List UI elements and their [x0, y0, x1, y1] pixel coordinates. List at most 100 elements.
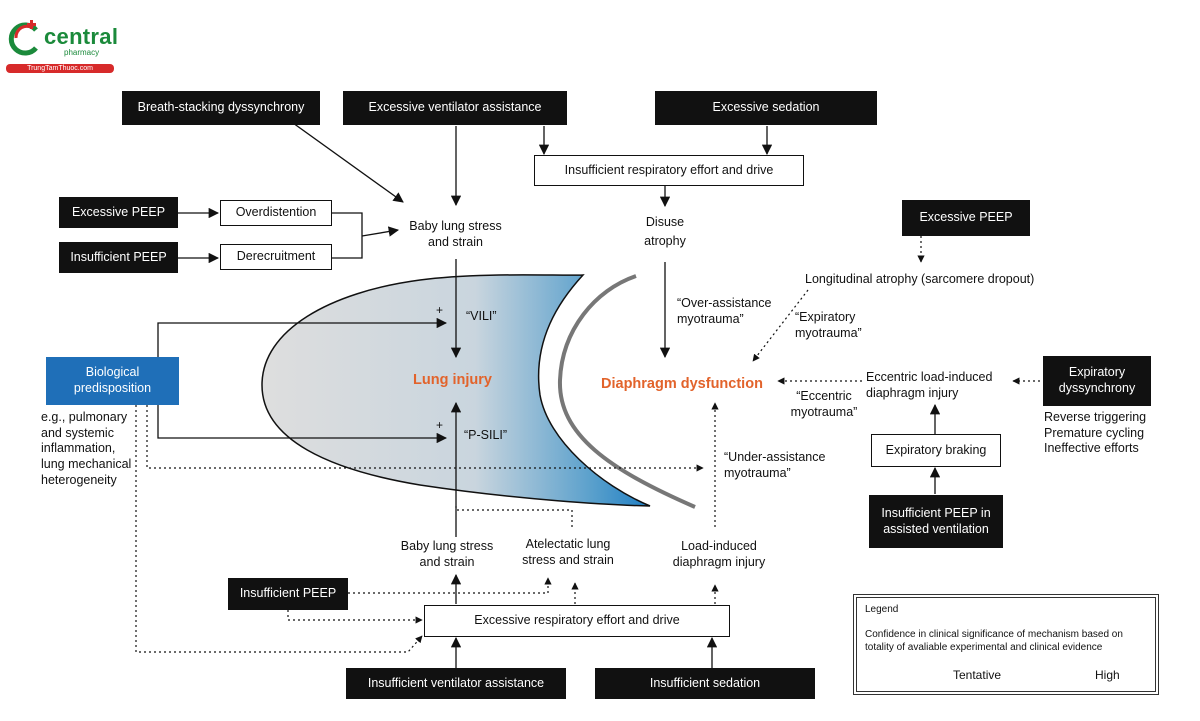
central-pharmacy-logo: central pharmacy TrungTamThuoc.com	[6, 18, 118, 74]
excessive-sedation-box: Excessive sedation	[655, 91, 877, 125]
psili-label: “P-SILI”	[464, 428, 508, 442]
under-assist-line1: “Under-assistance	[724, 450, 826, 464]
excessive-peep-left-label: Excessive PEEP	[71, 204, 166, 219]
expiratory-dyssync-line2: dyssynchrony	[1058, 381, 1136, 395]
breath-stacking-box: Breath-stacking dyssynchrony	[122, 91, 320, 125]
over-assist-line1: “Over-assistance	[677, 296, 772, 310]
eg-line3: inflammation,	[41, 441, 116, 456]
lung-shape	[261, 274, 651, 507]
legend-title: Legend	[865, 604, 899, 615]
under-assist-label: “Under-assistance myotrauma”	[724, 450, 825, 481]
insufficient-vent-assist-label: Insufficient ventilator assistance	[367, 675, 545, 690]
excessive-vent-assist-box: Excessive ventilator assistance	[343, 91, 567, 125]
insufficient-peep-bottom-label: Insufficient PEEP	[239, 586, 337, 601]
load-induced-line2: diaphragm injury	[672, 554, 766, 569]
legend-tentative-label: Tentative	[953, 668, 1002, 682]
atelectatic-line1: Atelectatic lung	[525, 537, 611, 551]
expiratory-dyssync-box: Expiratory dyssynchrony	[1043, 356, 1151, 406]
eccentric-myo-label: “Eccentric myotrauma”	[784, 389, 864, 420]
over-assist-label: “Over-assistance myotrauma”	[677, 296, 771, 327]
logo-brand-text: central	[44, 24, 119, 49]
arrow-insufficient-peep-to-atelectatic	[348, 577, 552, 594]
eg-line2: and systemic	[41, 425, 114, 440]
eg-line4: lung mechanical	[41, 456, 132, 471]
expiratory-myo-label: “Expiratory myotrauma”	[795, 310, 862, 341]
arrow-atelectatic-link	[455, 506, 573, 528]
arrow-merge-to-baby-lung	[361, 226, 400, 237]
insufficient-vent-assist-box: Insufficient ventilator assistance	[346, 668, 566, 699]
insufficient-sedation-label: Insufficient sedation	[649, 675, 761, 690]
biological-line2: predisposition	[73, 381, 152, 395]
insufficient-effort-drive-label: Insufficient respiratory effort and driv…	[564, 162, 774, 177]
expiratory-dyssync-line1: Expiratory	[1068, 365, 1126, 380]
biological-examples: e.g., pulmonary and systemic inflammatio…	[41, 410, 131, 488]
eccentric-injury-line1: Eccentric load-induced	[866, 370, 993, 384]
arrow-breath-stacking	[292, 122, 404, 203]
biological-predisposition-box: Biological predisposition	[46, 357, 179, 405]
excessive-effort-drive-label: Excessive respiratory effort and drive	[474, 613, 680, 628]
atelectatic-line2: stress and strain	[522, 552, 614, 567]
disuse-atrophy-label: Disuse atrophy	[630, 215, 700, 249]
derecruitment-box: Derecruitment	[220, 244, 332, 270]
eccentric-injury-label: Eccentric load-induced diaphragm injury	[866, 370, 992, 401]
logo-site-text: TrungTamThuoc.com	[6, 64, 114, 73]
excessive-peep-right-box: Excessive PEEP	[902, 200, 1030, 236]
insufficient-peep-left-box: Insufficient PEEP	[59, 242, 178, 273]
insufficient-effort-drive-box: Insufficient respiratory effort and driv…	[534, 155, 804, 186]
legend-high-label: High	[1095, 668, 1120, 682]
pharmacy-cross-icon	[8, 20, 38, 56]
logo-sub-text: pharmacy	[64, 48, 100, 57]
eg-line1: e.g., pulmonary	[41, 410, 128, 424]
expiratory-braking-box: Expiratory braking	[871, 434, 1001, 467]
legend-description: Confidence in clinical significance of m…	[865, 629, 1123, 653]
reverse-triggering: Reverse triggering	[1044, 410, 1147, 424]
insufficient-peep-bottom-box: Insufficient PEEP	[228, 578, 348, 610]
eccentric-myo-line2: myotrauma”	[790, 404, 858, 419]
eccentric-myo-line1: “Eccentric	[796, 389, 852, 403]
arrow-bio-to-vili	[157, 317, 448, 357]
insufficient-peep-assisted-line1: Insufficient PEEP in	[881, 505, 991, 520]
plus-top: +	[436, 303, 444, 317]
expiratory-dyssync-examples: Reverse triggering Premature cycling Ine…	[1044, 410, 1146, 457]
excessive-peep-left-box: Excessive PEEP	[59, 197, 178, 228]
overdistention-box: Overdistention	[220, 200, 332, 226]
excessive-sedation-label: Excessive sedation	[712, 100, 820, 115]
excessive-vent-assist-label: Excessive ventilator assistance	[368, 100, 542, 115]
breath-stacking-label: Breath-stacking dyssynchrony	[137, 100, 305, 115]
disuse-line2: atrophy	[644, 233, 686, 248]
plus-bottom: +	[436, 418, 444, 432]
derecruitment-label: Derecruitment	[236, 249, 316, 264]
eg-line5: heterogeneity	[41, 472, 117, 487]
disuse-line1: Disuse	[645, 215, 685, 229]
ineffective-efforts: Ineffective efforts	[1044, 441, 1139, 456]
arrow-bio-to-under-assist	[146, 405, 704, 472]
load-induced-line1: Load-induced	[681, 539, 757, 553]
arrow-overdist-derecruit-merge	[332, 212, 363, 259]
biological-line1: Biological	[85, 365, 140, 380]
baby-lung-bottom-line2: and strain	[419, 554, 475, 569]
diaphragm-dysfunction-label: Diaphragm dysfunction	[601, 376, 763, 392]
baby-lung-top-line2: and strain	[428, 234, 483, 249]
baby-lung-top-line1: Baby lung stress	[409, 219, 502, 233]
over-assist-line2: myotrauma”	[677, 311, 744, 326]
arrow-bio-to-psili	[157, 405, 448, 444]
expiratory-myo-line2: myotrauma”	[795, 325, 862, 340]
baby-lung-bottom-line1: Baby lung stress	[400, 539, 494, 553]
insufficient-sedation-box: Insufficient sedation	[595, 668, 815, 699]
overdistention-label: Overdistention	[235, 205, 317, 220]
insufficient-peep-assisted-box: Insufficient PEEP in assisted ventilatio…	[869, 495, 1003, 548]
vili-label: “VILI”	[466, 309, 497, 323]
excessive-effort-drive-box: Excessive respiratory effort and drive	[424, 605, 730, 637]
excessive-peep-right-label: Excessive PEEP	[919, 210, 1013, 225]
atelectatic-label: Atelectatic lung stress and strain	[512, 537, 624, 568]
longitudinal-atrophy-label: Longitudinal atrophy (sarcomere dropout)	[805, 272, 1035, 286]
expiratory-braking-label: Expiratory braking	[885, 442, 987, 457]
premature-cycling: Premature cycling	[1044, 425, 1145, 440]
eccentric-injury-line2: diaphragm injury	[866, 385, 959, 400]
under-assist-line2: myotrauma”	[724, 465, 791, 480]
load-induced-label: Load-induced diaphragm injury	[664, 539, 774, 570]
baby-lung-bottom-label: Baby lung stress and strain	[392, 539, 502, 570]
insufficient-peep-assisted-line2: assisted ventilation	[883, 521, 989, 536]
lung-injury-label: Lung injury	[413, 372, 492, 388]
